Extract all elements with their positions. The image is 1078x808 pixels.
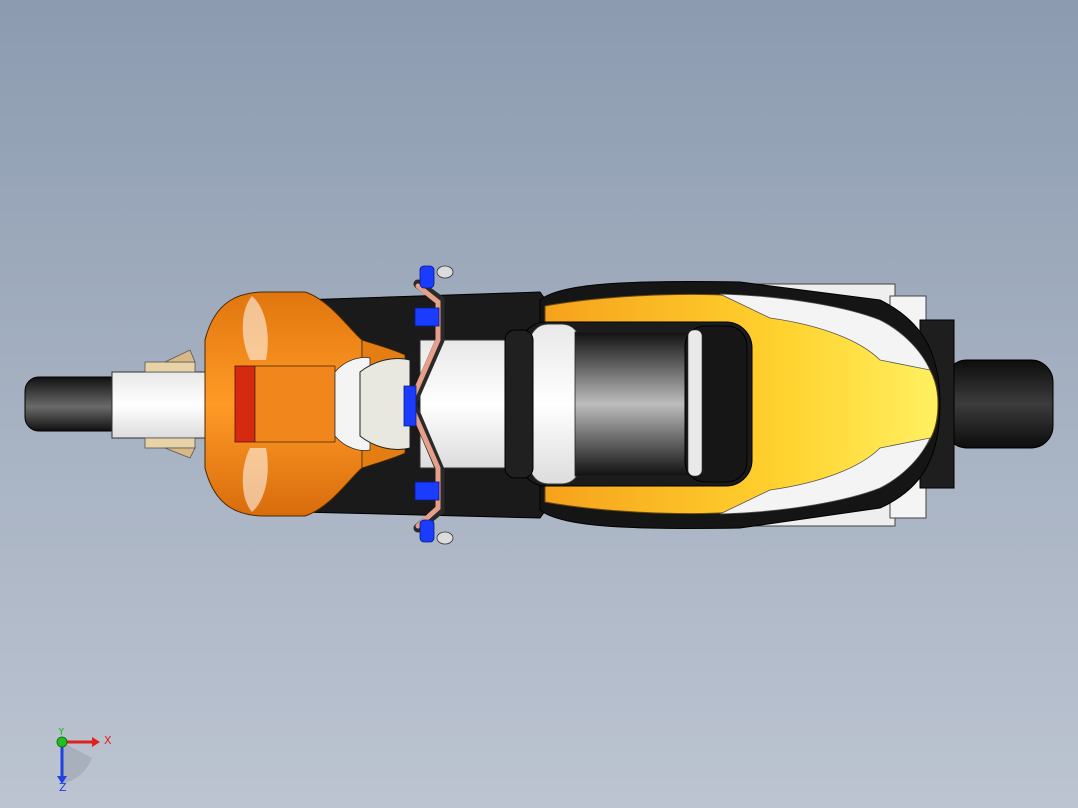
rear-tire [944, 359, 1054, 449]
front-fork [111, 349, 208, 459]
handlebar[interactable] [403, 265, 454, 545]
x-axis-label: X [104, 734, 112, 747]
handlebar-clamp [403, 385, 417, 427]
y-axis [56, 736, 68, 748]
axis-triad: X Y Z [56, 728, 112, 792]
tank-stripe-bottom [719, 437, 931, 515]
front-tire [24, 376, 126, 432]
seat [519, 321, 753, 487]
red-light [234, 365, 256, 443]
light-housing [254, 365, 336, 443]
cockpit [359, 358, 411, 450]
tank-stripe-top [719, 293, 931, 371]
y-axis-label: Y [57, 728, 65, 738]
instrument-panel [504, 329, 534, 479]
z-axis-label: Z [59, 781, 67, 792]
